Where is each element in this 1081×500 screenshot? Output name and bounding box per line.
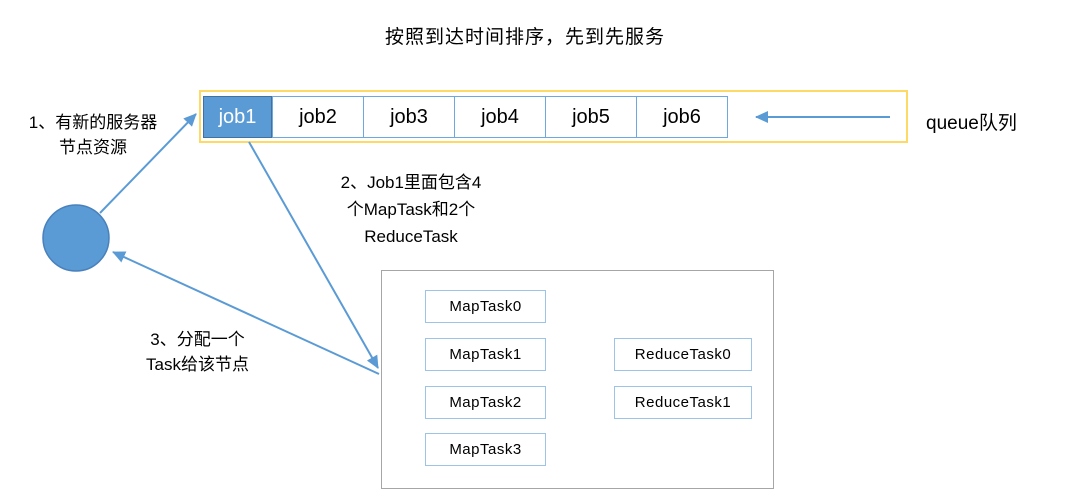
tasks-container: MapTask0 MapTask1 MapTask2 MapTask3 Redu… [381,270,774,489]
reduce-task-0-box: ReduceTask0 [614,338,752,371]
map-task-2-box: MapTask2 [425,386,546,419]
queue-item-job1[interactable]: job1 [203,96,272,138]
map-task-1-box: MapTask1 [425,338,546,371]
diagram-title: 按照到达时间排序，先到先服务 [384,27,665,48]
queue-item-job5[interactable]: job5 [545,96,637,138]
queue-item-job6[interactable]: job6 [636,96,728,138]
queue-item-job2[interactable]: job2 [272,96,364,138]
map-task-3-box: MapTask3 [425,433,546,466]
queue-label: queue队列 [926,113,1017,134]
step2-label: 2、Job1里面包含4 个MapTask和2个 ReduceTask [340,173,482,246]
map-task-0-box: MapTask0 [425,290,546,323]
server-node-circle [42,204,110,272]
queue-item-job4[interactable]: job4 [454,96,546,138]
step1-label: 1、有新的服务器 节点资源 [28,113,158,157]
step3-label: 3、分配一个 Task给该节点 [146,330,249,374]
reduce-task-1-box: ReduceTask1 [614,386,752,419]
queue-item-job3[interactable]: job3 [363,96,455,138]
